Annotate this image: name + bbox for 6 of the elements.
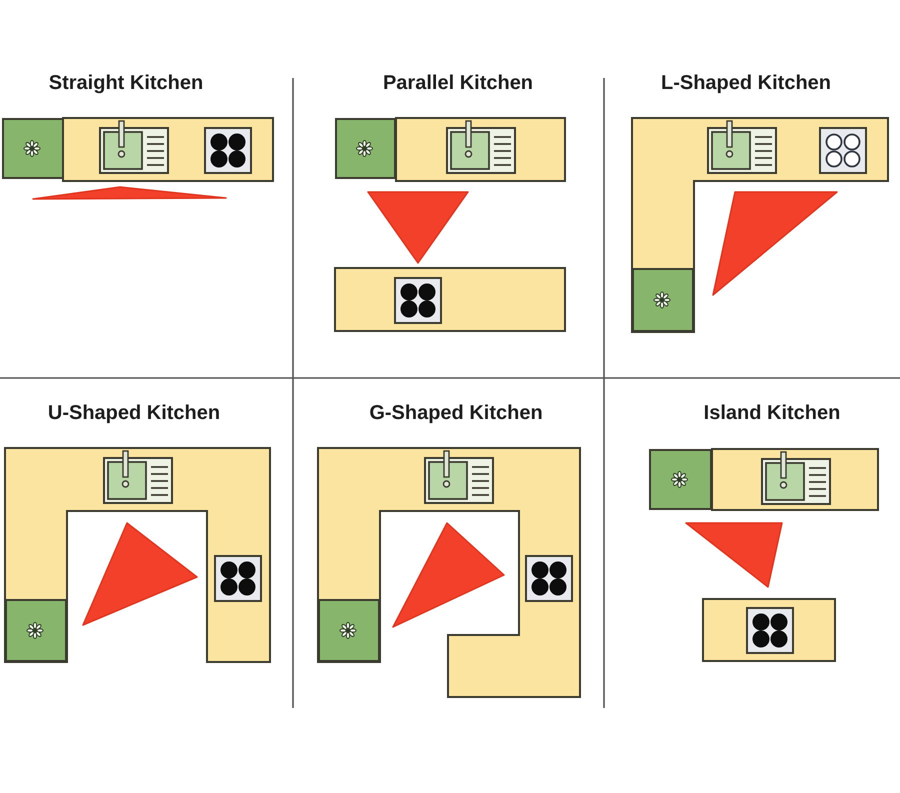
panel-heading: Parallel Kitchen <box>382 71 534 95</box>
panel-heading: U-Shaped Kitchen <box>48 401 220 425</box>
panel-heading: G-Shaped Kitchen <box>369 401 543 425</box>
panel-heading: Straight Kitchen <box>48 71 204 95</box>
panel-heading: Island Kitchen <box>704 401 840 425</box>
panel-heading: L-Shaped Kitchen <box>661 71 831 95</box>
